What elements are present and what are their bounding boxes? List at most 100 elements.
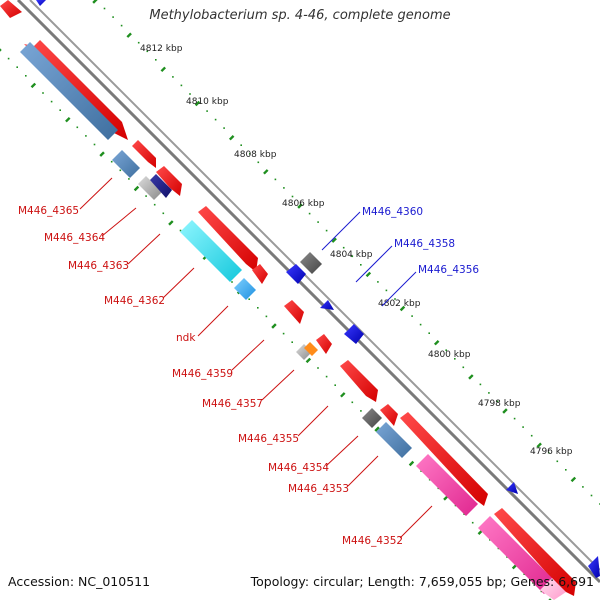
tick-mark xyxy=(128,178,130,180)
tick-mark xyxy=(317,221,319,223)
tick-mark xyxy=(248,298,250,300)
tick-mark xyxy=(471,521,474,524)
tick-mark xyxy=(194,100,201,107)
tick-mark xyxy=(249,153,251,155)
gene-arrow-grey-plus xyxy=(300,252,322,274)
gene-label: M446_4364 xyxy=(44,232,105,244)
tick-mark xyxy=(146,50,149,53)
tick-mark xyxy=(297,203,303,209)
tick-mark xyxy=(582,486,584,488)
tick-mark xyxy=(565,469,567,471)
tick-mark xyxy=(16,66,18,68)
tick-mark xyxy=(385,289,388,292)
tick-mark xyxy=(570,476,577,483)
tick-mark xyxy=(360,264,362,266)
tick-mark xyxy=(408,460,415,467)
tick-mark xyxy=(189,93,191,95)
tick-mark xyxy=(0,48,2,54)
gene-arrow-m446-4359 xyxy=(284,300,304,324)
tick-mark xyxy=(257,307,259,309)
tick-mark xyxy=(274,178,277,181)
gene-label: M446_4354 xyxy=(268,462,329,474)
gene-label: ndk xyxy=(176,332,196,344)
tick-mark xyxy=(283,187,285,189)
tick-mark xyxy=(50,100,53,103)
tick-mark xyxy=(153,203,156,206)
tick-mark xyxy=(65,116,71,123)
gene-arrow-plus-edge xyxy=(588,556,600,578)
tick-mark xyxy=(76,126,79,129)
tick-mark xyxy=(172,76,174,78)
tick-mark xyxy=(530,434,533,437)
category-bar-dark-1 xyxy=(362,408,382,428)
tick-mark xyxy=(214,118,217,121)
tick-mark xyxy=(282,332,285,335)
tick-mark xyxy=(325,375,328,378)
tick-mark xyxy=(155,59,157,61)
gene-arrow-m446-4362 xyxy=(198,206,258,272)
genes-category-track xyxy=(20,42,566,600)
tick-mark xyxy=(93,143,96,146)
tick-label: 4810 kbp xyxy=(186,97,229,107)
gene-label: M446_4352 xyxy=(342,535,403,547)
tick-mark xyxy=(590,494,593,497)
category-bar-steel-1 xyxy=(20,42,118,140)
tick-mark xyxy=(162,212,165,215)
gene-arrow-m446-4358 xyxy=(320,300,334,310)
gene-arrow-ndk xyxy=(252,264,268,284)
tick-mark xyxy=(257,161,260,164)
tick-mark xyxy=(377,281,379,283)
gene-labels-minus: M446_4365 M446_4364 M446_4363 M446_4362 … xyxy=(18,205,403,547)
tick-mark xyxy=(340,392,346,398)
tick-mark xyxy=(325,229,328,232)
tick-mark xyxy=(42,92,44,94)
genome-summary-text: Topology: circular; Length: 7,659,055 bp… xyxy=(250,574,594,589)
page-title: Methylobacterium sp. 4-46, complete geno… xyxy=(149,8,451,23)
category-bar-pink-2 xyxy=(478,516,556,594)
tick-mark xyxy=(445,349,447,351)
category-bar-orange xyxy=(304,342,318,356)
tick-mark xyxy=(145,195,147,197)
tick-mark xyxy=(168,220,174,226)
category-bar-cyan xyxy=(180,220,242,282)
tick-mark xyxy=(334,384,336,386)
tick-mark xyxy=(317,367,319,369)
tick-mark xyxy=(513,417,516,420)
tick-mark xyxy=(433,340,440,346)
gene-label: M446_4359 xyxy=(172,368,233,380)
tick-label: 4802 kbp xyxy=(378,299,421,309)
tick-label: 4812 kbp xyxy=(140,44,183,54)
tick-mark xyxy=(305,357,312,364)
tick-mark xyxy=(360,410,362,412)
genes-minus-strand xyxy=(0,0,576,596)
gene-arrow-top-left xyxy=(0,0,22,18)
label-leaders-minus xyxy=(79,177,433,539)
gene-labels-plus: M446_4360 M446_4358 M446_4356 xyxy=(362,206,479,276)
tick-label: 4796 kbp xyxy=(530,447,573,457)
tick-mark xyxy=(399,305,406,312)
gene-label: M446_4358 xyxy=(394,238,455,250)
tick-mark xyxy=(342,246,345,249)
tick-mark xyxy=(394,298,396,300)
gene-arrow-m446-4352 xyxy=(494,508,576,596)
tick-label: 4798 kbp xyxy=(478,399,521,409)
gene-arrow-m446-4356 xyxy=(344,324,364,344)
tick-mark xyxy=(522,426,524,428)
tick-mark xyxy=(25,75,27,77)
tick-mark xyxy=(85,135,87,137)
gene-arrow-m446-4354 xyxy=(380,404,398,426)
gene-label: M446_4362 xyxy=(104,295,165,307)
gene-label: M446_4363 xyxy=(68,260,129,272)
tick-mark xyxy=(112,16,114,18)
gene-arrow-plus-topleft xyxy=(36,0,46,6)
tick-mark xyxy=(556,460,559,463)
tick-mark xyxy=(160,66,166,73)
tick-mark xyxy=(137,41,140,44)
category-bar-steel-2 xyxy=(112,150,140,178)
tick-mark xyxy=(119,169,122,172)
tick-label: 4806 kbp xyxy=(282,199,325,209)
tick-mark xyxy=(179,229,182,232)
gene-arrow-m446-4357 xyxy=(316,334,332,354)
